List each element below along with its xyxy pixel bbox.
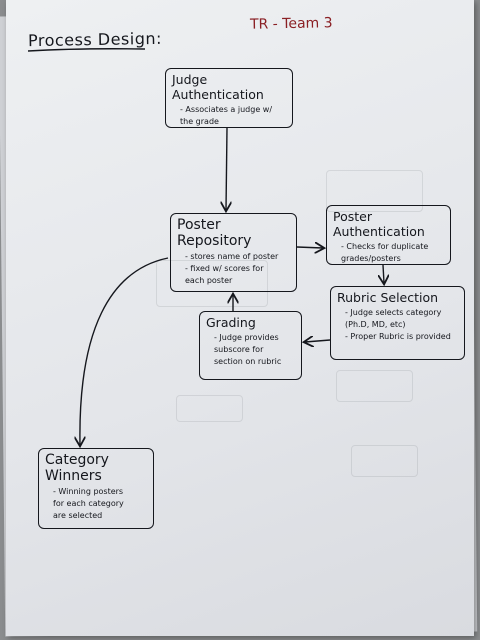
node-line: - Judge selects category [345, 308, 442, 317]
node-title: Poster Repository [177, 217, 252, 249]
node-line: - stores name of poster [185, 252, 279, 261]
node-line: subscore for [214, 345, 264, 354]
node-line: - Winning posters [53, 487, 124, 496]
category-winners-node: Category Winners - Winning posters for e… [38, 448, 154, 529]
node-line: for each category [53, 499, 124, 508]
node-title: Grading [206, 315, 256, 330]
node-line: the grade [180, 117, 219, 126]
node-line: - Proper Rubric is provided [345, 332, 451, 341]
judge-authentication-node: Judge Authentication - Associates a judg… [165, 68, 293, 128]
show-through-box [156, 260, 268, 307]
show-through-box [326, 170, 423, 212]
node-line: (Ph.D, MD, etc) [345, 320, 406, 329]
grading-node: Grading - Judge provides subscore for se… [199, 311, 302, 380]
show-through-box [336, 370, 413, 402]
node-title: Category Winners [45, 452, 109, 484]
node-title: Poster Authentication [333, 209, 425, 239]
node-title: Rubric Selection [337, 290, 439, 305]
node-line: - Associates a judge w/ [180, 105, 273, 114]
node-line: - Checks for duplicate [341, 242, 429, 251]
show-through-box [351, 445, 418, 477]
node-line: each poster [185, 276, 233, 285]
node-line: section on rubric [214, 357, 282, 366]
node-line: - fixed w/ scores for [185, 264, 264, 273]
arrow-judge-to-repository [226, 127, 227, 210]
rubric-selection-node: Rubric Selection - Judge selects categor… [330, 286, 465, 360]
node-line: - Judge provides [214, 333, 279, 342]
arrow-repository-to-poster-auth [296, 247, 323, 248]
show-through-box [176, 395, 243, 422]
poster-authentication-node: Poster Authentication - Checks for dupli… [326, 205, 451, 265]
poster-repository-node: Poster Repository - stores name of poste… [170, 213, 297, 292]
arrow-poster-auth-to-rubric [383, 264, 384, 283]
node-line: are selected [53, 511, 103, 520]
arrow-repository-to-winners [80, 257, 169, 445]
arrow-rubric-to-grading [305, 340, 331, 342]
node-line: grades/posters [341, 254, 401, 263]
paper-sheet [6, 0, 474, 636]
node-title: Judge Authentication [172, 72, 264, 102]
